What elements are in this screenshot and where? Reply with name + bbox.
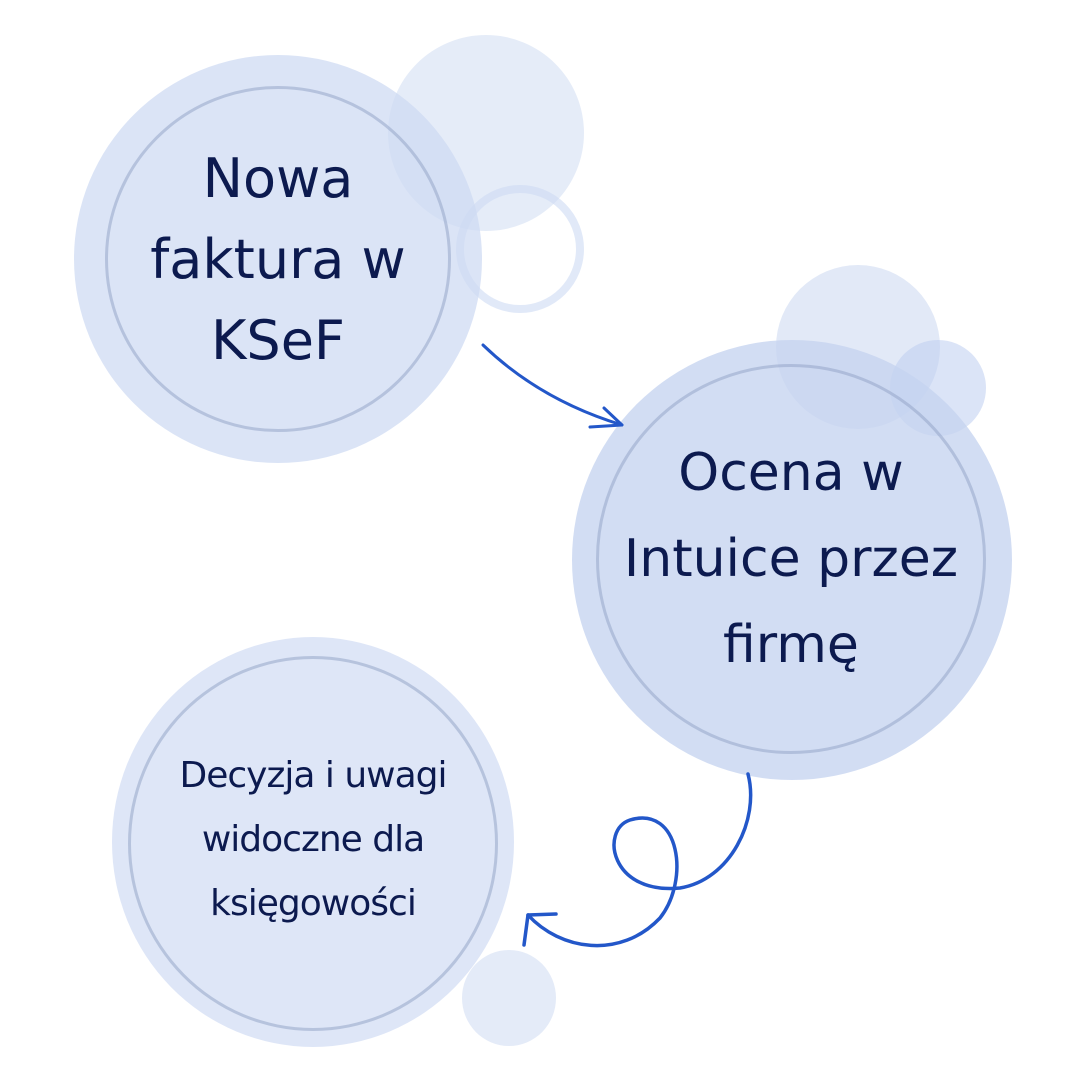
step-1-label: Nowa faktura w KSeF bbox=[150, 146, 406, 372]
arrow-step1-to-step2 bbox=[481, 343, 624, 429]
step-2-ring bbox=[596, 364, 986, 754]
step-1-ring bbox=[105, 86, 451, 432]
step-3-label: Decyzja i uwagi widoczne dla księgowości bbox=[179, 755, 448, 924]
step-3-ring bbox=[128, 656, 498, 1031]
step-2-label: Ocena w Intuice przez firmę bbox=[623, 443, 959, 675]
arrow-step2-to-step3 bbox=[522, 772, 753, 948]
decor-bubble bbox=[462, 950, 556, 1046]
